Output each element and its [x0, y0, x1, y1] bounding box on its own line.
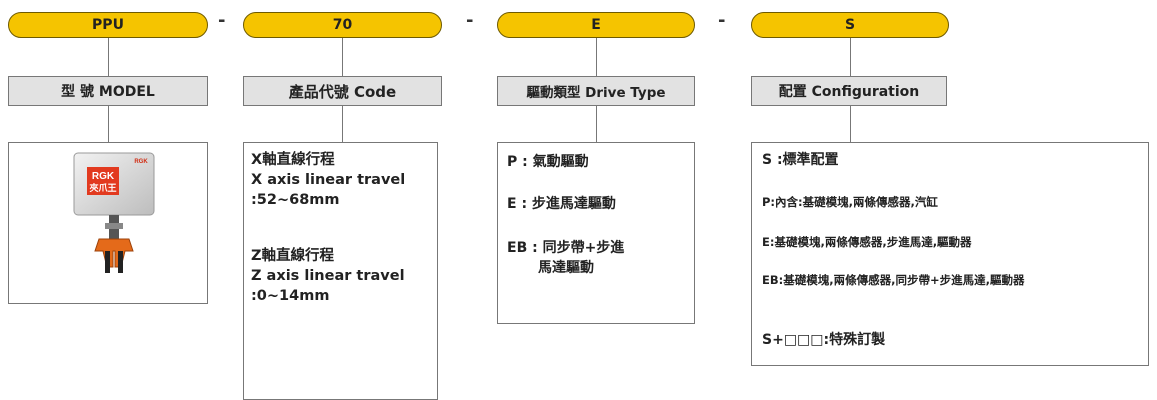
separator-dash: -	[718, 10, 726, 31]
product-image-box: RGK 夾爪王 RGK	[8, 142, 208, 304]
config-option-s: S :標準配置	[762, 152, 839, 168]
badge-text: RGK	[134, 159, 148, 165]
brand-logo-text: RGK	[92, 171, 115, 182]
x-axis-range: :52~68mm	[251, 192, 340, 208]
config-option-e: E:基礎模塊,兩條傳感器,步進馬達,驅動器	[762, 235, 972, 249]
pill-config-text: S	[844, 17, 856, 33]
brand-cn-text: 夾爪王	[89, 182, 116, 194]
pill-model-text: PPU	[92, 17, 124, 33]
connector-line	[850, 106, 851, 142]
z-axis-range: :0~14mm	[251, 288, 330, 304]
pill-drive-text: E	[591, 17, 601, 33]
z-axis-title: Z軸直線行程	[251, 248, 335, 264]
pill-code: 70	[243, 12, 442, 38]
connector-line	[108, 38, 109, 76]
separator-dash: -	[218, 10, 226, 31]
x-axis-title: X軸直線行程	[251, 152, 335, 168]
label-config: 配置 Configuration	[751, 76, 947, 106]
drive-option-eb: EB : 同步帶+步進	[507, 240, 625, 256]
gripper-product-image: RGK 夾爪王 RGK	[73, 152, 155, 273]
label-config-text: 配置 Configuration	[778, 84, 920, 100]
connector-line	[596, 38, 597, 76]
pill-model: PPU	[8, 12, 208, 38]
label-model: 型 號 MODEL	[8, 76, 208, 106]
drive-option-eb-cont: 馬達驅動	[538, 260, 594, 276]
drive-option-p: P : 氣動驅動	[507, 154, 589, 170]
drive-option-e: E : 步進馬達驅動	[507, 196, 616, 212]
pill-config: S	[751, 12, 949, 38]
label-code: 產品代號 Code	[243, 76, 442, 106]
config-option-custom: S+□□□:特殊訂製	[762, 332, 886, 348]
separator-dash: -	[466, 10, 474, 31]
x-axis-english: X axis linear travel	[251, 172, 406, 188]
drive-description-box	[497, 142, 695, 324]
label-drive: 驅動類型 Drive Type	[497, 76, 695, 106]
pill-drive: E	[497, 12, 695, 38]
connector-line	[342, 38, 343, 76]
connector-line	[108, 106, 109, 142]
connector-line	[850, 38, 851, 76]
z-axis-english: Z axis linear travel	[251, 268, 405, 284]
connector-line	[596, 106, 597, 142]
pill-code-text: 70	[332, 17, 353, 33]
connector-line	[342, 106, 343, 142]
config-option-p: P:內含:基礎模塊,兩條傳感器,汽缸	[762, 195, 938, 209]
config-description-box	[751, 142, 1149, 366]
label-drive-text: 驅動類型 Drive Type	[526, 85, 666, 101]
config-option-eb: EB:基礎模塊,兩條傳感器,同步帶+步進馬達,驅動器	[762, 273, 1025, 287]
label-model-text: 型 號 MODEL	[61, 84, 155, 100]
label-code-text: 產品代號 Code	[288, 82, 397, 101]
